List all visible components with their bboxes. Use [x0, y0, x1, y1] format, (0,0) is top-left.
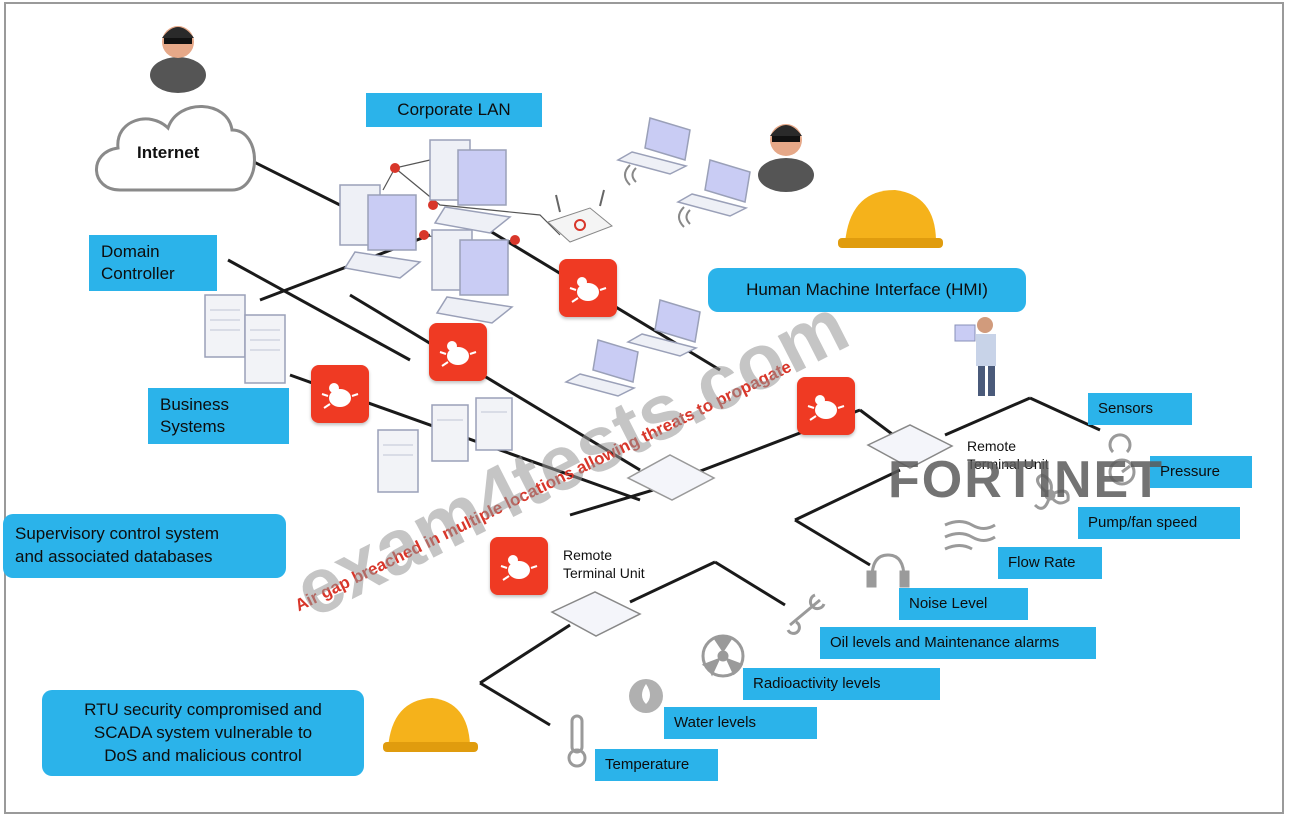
pressure-label: Pressure	[1150, 456, 1252, 488]
temperature-label: Temperature	[595, 749, 718, 781]
scada-callout: Supervisory control system and associate…	[3, 514, 286, 578]
threat-bug-icon-3	[311, 365, 369, 423]
rtu-compromised-line-2: SCADA system vulnerable to	[93, 723, 313, 742]
domain-server-icon	[204, 294, 286, 384]
rtu-upper-line-1: Remote	[967, 438, 1017, 454]
scada-line-2: and associated databases	[15, 547, 213, 566]
business-systems-line-1: Business	[160, 395, 229, 414]
rtu-lower-label: Remote Terminal Unit	[563, 546, 645, 582]
fan-icon	[1033, 473, 1070, 510]
rtu-compromised-line-3: DoS and malicious control	[104, 746, 302, 765]
domain-controller-line-2: Controller	[101, 264, 175, 283]
flow-icon	[944, 520, 996, 551]
laptop-icon	[616, 117, 691, 175]
hacker-icon-2	[758, 124, 814, 192]
wrench-icon	[786, 593, 826, 635]
threat-bug-icon-2	[429, 323, 487, 381]
hardhat-icon	[838, 190, 943, 248]
internet-label: Internet	[137, 143, 200, 162]
network-switch-icon	[626, 454, 716, 501]
radiation-icon	[701, 634, 745, 678]
corporate-pc-icon-2	[429, 139, 512, 234]
threat-bug-icon-5	[490, 537, 548, 595]
noise-level-label: Noise Level	[899, 588, 1028, 620]
scada-server-icon	[377, 397, 513, 493]
domain-controller-label: Domain Controller	[89, 235, 217, 291]
rtu-upper-line-2: Terminal Unit	[967, 456, 1049, 472]
water-drop-icon	[629, 679, 663, 713]
laptop-icon-3	[626, 299, 701, 357]
rtu-compromised-line-1: RTU security compromised and	[84, 700, 322, 719]
scada-line-1: Supervisory control system	[15, 524, 220, 543]
business-systems-label: Business Systems	[148, 388, 289, 444]
rtu-device-icon-2	[550, 591, 642, 637]
rtu-lower-line-2: Terminal Unit	[563, 565, 645, 581]
water-levels-label: Water levels	[664, 707, 817, 739]
threat-bug-icon-4	[797, 377, 855, 435]
internet-cloud-icon	[95, 105, 256, 192]
wifi-icon	[624, 164, 691, 228]
router-icon	[547, 189, 613, 243]
laptop-icon-2	[676, 159, 751, 217]
threat-bug-icon	[559, 259, 617, 317]
rtu-upper-label: Remote Terminal Unit	[967, 437, 1049, 473]
diagram-frame	[4, 2, 1284, 814]
laptop-icon-4	[564, 339, 639, 397]
sensor-icon	[1108, 433, 1132, 454]
corporate-pc-icon	[339, 184, 422, 279]
pump-fan-label: Pump/fan speed	[1078, 507, 1240, 539]
rtu-lower-line-1: Remote	[563, 547, 613, 563]
rtu-device-icon	[866, 424, 954, 469]
flow-rate-label: Flow Rate	[998, 547, 1102, 579]
oil-levels-label: Oil levels and Maintenance alarms	[820, 627, 1096, 659]
corporate-lan-label: Corporate LAN	[366, 93, 542, 127]
sensors-label: Sensors	[1088, 393, 1192, 425]
corporate-pc-icon-3	[431, 229, 514, 324]
business-systems-line-2: Systems	[160, 417, 226, 436]
headphones-icon	[866, 553, 910, 588]
hardhat-icon-2	[383, 698, 478, 752]
hmi-callout: Human Machine Interface (HMI)	[708, 268, 1026, 312]
domain-controller-line-1: Domain	[101, 242, 160, 261]
fortinet-logo: FORTINET	[888, 451, 1164, 509]
hacker-icon	[150, 26, 206, 93]
pressure-gauge-icon	[1108, 458, 1136, 486]
radioactivity-label: Radioactivity levels	[743, 668, 940, 700]
rtu-compromised-callout: RTU security compromised and SCADA syste…	[42, 690, 364, 776]
thermometer-icon	[567, 714, 587, 768]
operator-icon	[954, 317, 996, 396]
